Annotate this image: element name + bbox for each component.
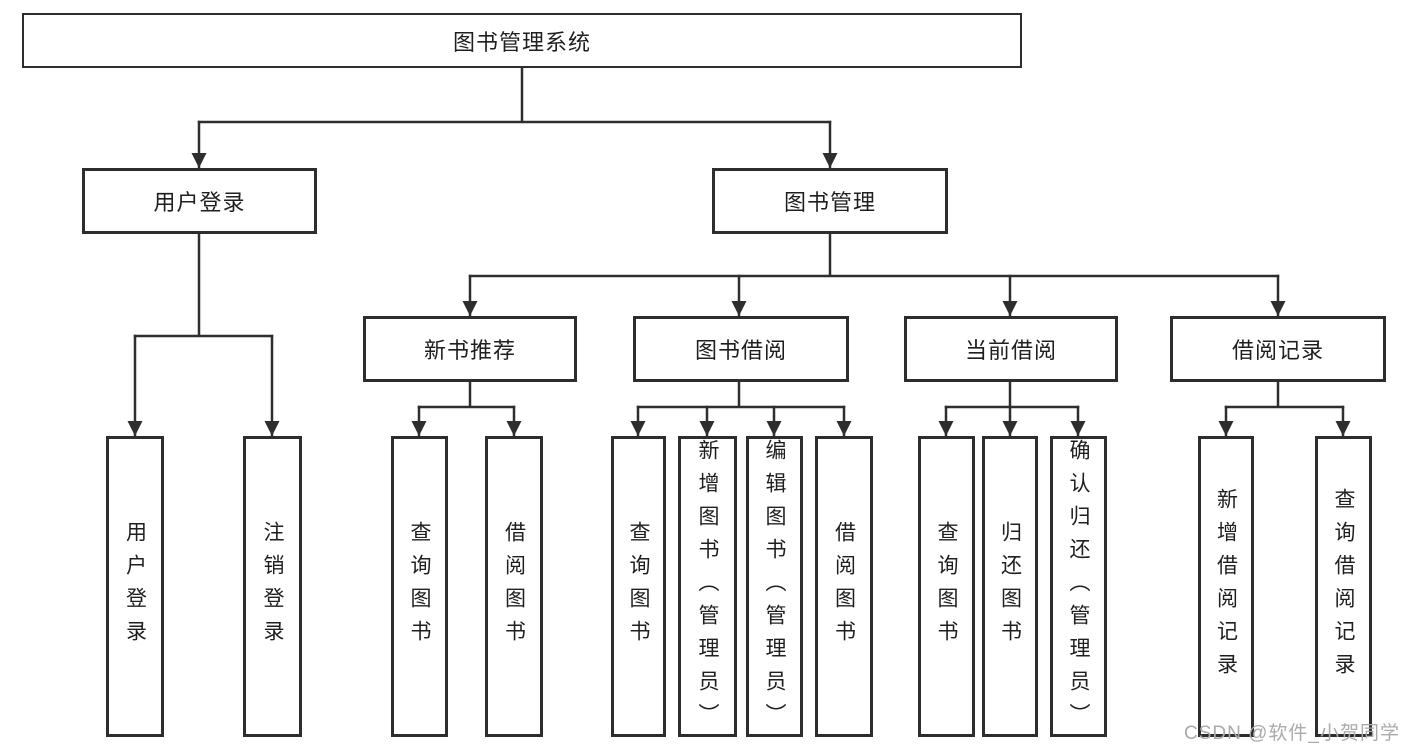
leaf-query-book-recommend: 查询图书	[391, 436, 448, 737]
node-borrow-records: 借阅记录	[1170, 316, 1386, 382]
leaf-logout: 注销登录	[243, 436, 302, 737]
node-book-management: 图书管理	[712, 168, 948, 234]
leaf-query-book-borrow: 查询图书	[611, 436, 666, 737]
leaf-borrow-book-recommend: 借阅图书	[485, 436, 543, 737]
leaf-query-book-current: 查询图书	[918, 436, 975, 737]
node-root-system: 图书管理系统	[22, 13, 1022, 68]
leaf-query-borrow-record: 查询借阅记录	[1315, 436, 1372, 737]
leaf-add-borrow-record: 新增借阅记录	[1198, 436, 1254, 737]
node-current-borrow: 当前借阅	[904, 316, 1118, 382]
leaf-confirm-return-admin: 确认归还（管理员）	[1050, 436, 1107, 737]
node-user-login: 用户登录	[82, 168, 317, 234]
node-new-book-recommend: 新书推荐	[363, 316, 577, 382]
watermark: CSDN @软件_小贺同学	[1184, 723, 1400, 744]
node-book-borrow: 图书借阅	[633, 316, 849, 382]
leaf-borrow-book: 借阅图书	[815, 436, 873, 737]
leaf-add-book-admin: 新增图书（管理员）	[678, 436, 737, 737]
leaf-return-book: 归还图书	[982, 436, 1038, 737]
leaf-user-login: 用户登录	[106, 436, 164, 737]
leaf-edit-book-admin: 编辑图书（管理员）	[746, 436, 803, 737]
